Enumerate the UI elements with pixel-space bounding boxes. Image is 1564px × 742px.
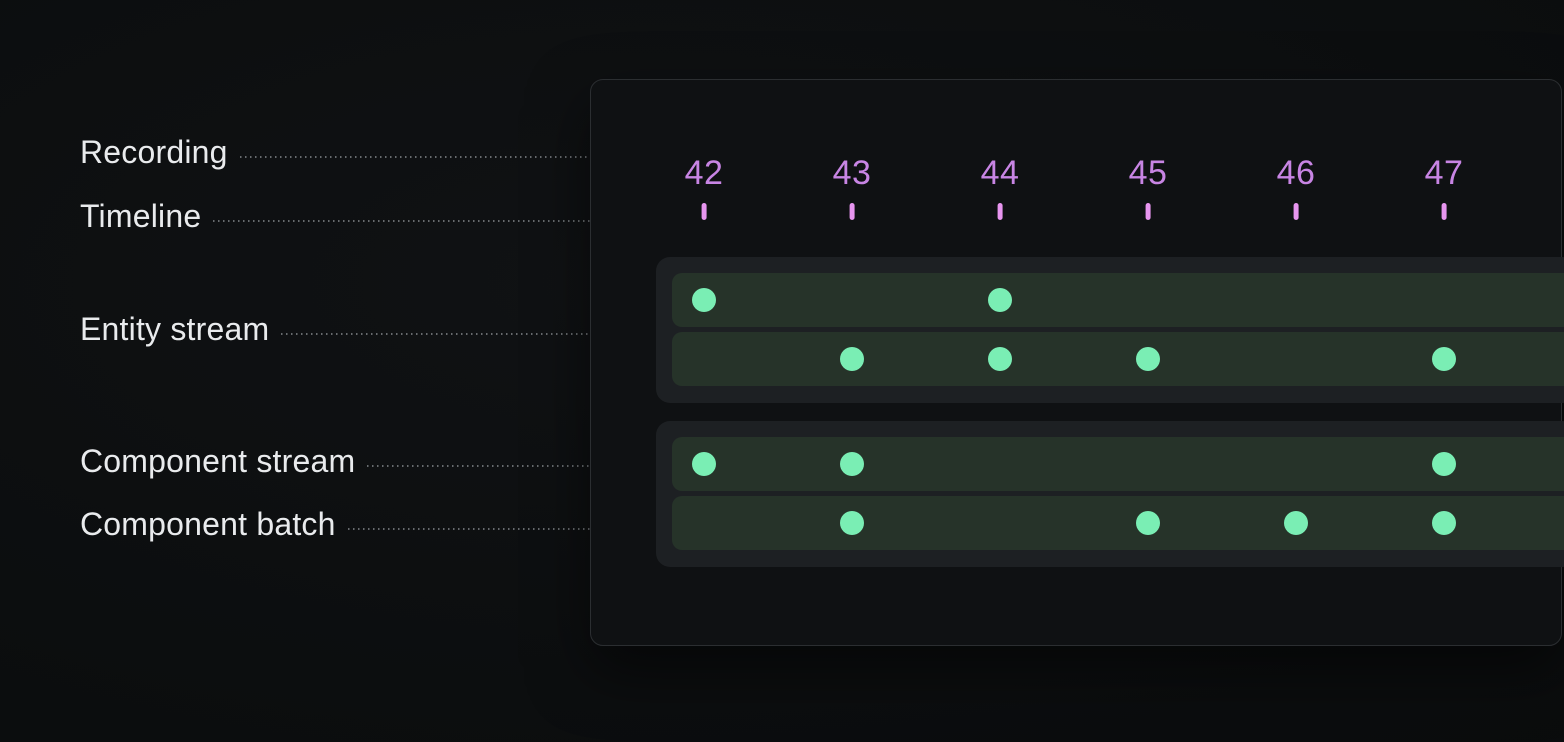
component-batch-dot xyxy=(1432,511,1456,535)
component-batch-dot xyxy=(1432,347,1456,371)
entity-stream-leader-line xyxy=(281,332,656,335)
component-batch-dot xyxy=(1284,511,1308,535)
timeline-tick-43: 43 xyxy=(833,156,872,220)
timeline-tick-value: 42 xyxy=(684,154,724,192)
timeline-tick-value: 47 xyxy=(1424,154,1464,192)
component-batch-dot xyxy=(840,347,864,371)
timeline-tick-mark-icon xyxy=(997,203,1003,220)
component-batch-dot xyxy=(1432,452,1456,476)
timeline-tick-mark-icon xyxy=(849,203,855,220)
timeline-tick-value: 43 xyxy=(832,154,872,192)
annotation-recording: Recording xyxy=(80,132,591,172)
timeline-tick-46: 46 xyxy=(1277,156,1316,220)
timeline-leader-line xyxy=(213,219,698,222)
timeline-tick-value: 45 xyxy=(1128,154,1168,192)
timeline-tick-value: 44 xyxy=(980,154,1020,192)
timeline-tick-mark-icon xyxy=(1293,203,1299,220)
component-batch-dot xyxy=(692,452,716,476)
timeline-label: Timeline xyxy=(80,198,202,234)
entity-stream-label: Entity stream xyxy=(80,311,270,347)
timeline-tick-47: 47 xyxy=(1425,156,1464,220)
recording-leader-line xyxy=(239,155,591,158)
timeline-tick-value: 46 xyxy=(1276,154,1316,192)
component-batch-dot xyxy=(988,347,1012,371)
component-batch-dot xyxy=(692,288,716,312)
annotation-component-stream: Component stream xyxy=(80,441,673,481)
recording-label: Recording xyxy=(80,134,228,170)
timeline-tick-44: 44 xyxy=(981,156,1020,220)
component-batch-dot xyxy=(988,288,1012,312)
annotation-timeline: Timeline xyxy=(80,196,698,236)
component-stream-label: Component stream xyxy=(80,443,356,479)
component-stream-row xyxy=(672,437,1564,491)
entity-stream-group xyxy=(656,421,1564,567)
component-batch-dot xyxy=(1136,347,1160,371)
component-stream-row xyxy=(672,332,1564,386)
annotation-entity-stream: Entity stream xyxy=(80,309,656,349)
component-stream-row xyxy=(672,273,1564,327)
timeline-tick-mark-icon xyxy=(1145,203,1151,220)
component-batch-label: Component batch xyxy=(80,506,336,542)
component-stream-row xyxy=(672,496,1564,550)
timeline-tick-mark-icon xyxy=(1441,203,1447,220)
timeline-tick-mark-icon xyxy=(701,203,707,220)
component-batch-dot xyxy=(840,452,864,476)
annotation-component-batch: Component batch xyxy=(80,504,838,544)
timeline-tick-45: 45 xyxy=(1129,156,1168,220)
timeline-tick-42: 42 xyxy=(685,156,724,220)
component-batch-dot xyxy=(840,511,864,535)
component-batch-dot xyxy=(1136,511,1160,535)
component-stream-leader-line xyxy=(367,464,673,467)
entity-stream-group xyxy=(656,257,1564,403)
